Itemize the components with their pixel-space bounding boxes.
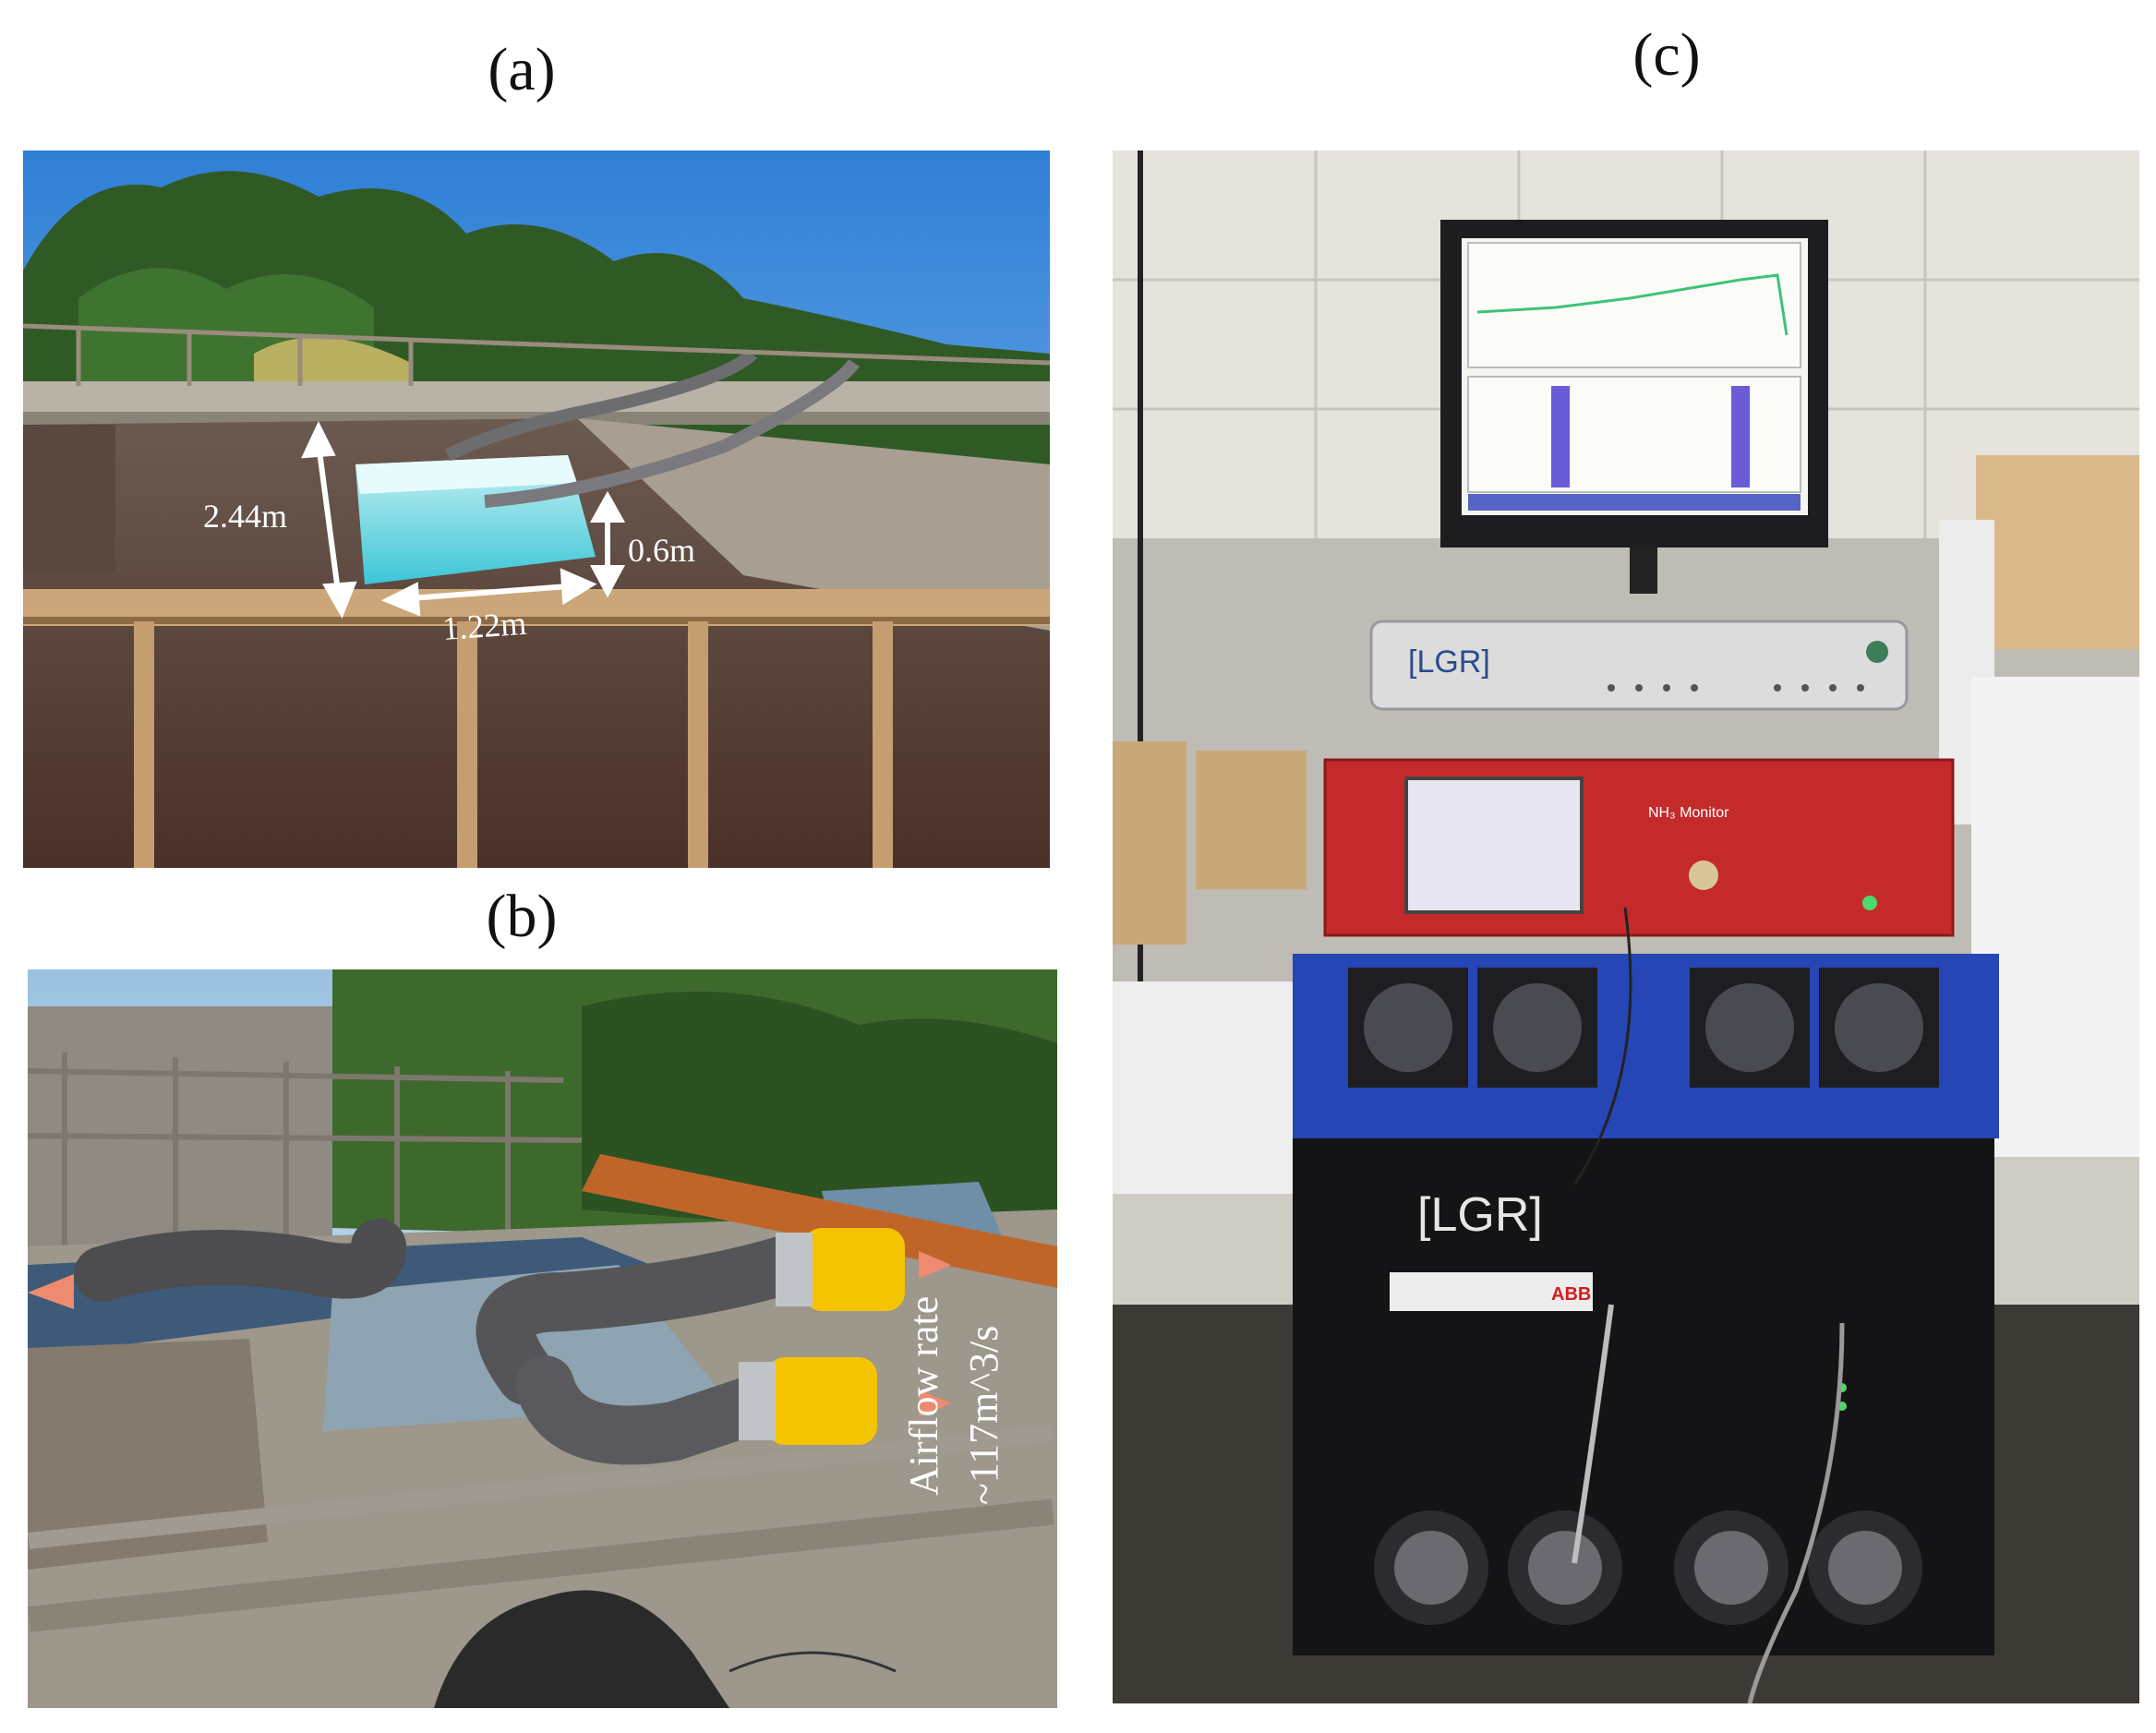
abb-badge: ABB [1551,1284,1591,1305]
photo-a-aeration-tank: 2.44m 1.22m 0.6m [23,150,1050,868]
airflow-value: ~117m^3/s [961,1326,1006,1505]
multiport-brand: [LGR] [1408,644,1490,680]
analyzer-brand: [LGR] [1417,1188,1543,1242]
photo-b-ventilation-fans: Airflow rate ~117m^3/s [28,969,1057,1708]
airflow-label: Airflow rate [901,1296,946,1496]
analyzer-label: NH₃ Monitor [1648,805,1729,821]
dim-length-label: 2.44m [203,498,287,535]
panel-a-label: (a) [488,36,556,103]
dim-width-label: 1.22m [441,605,528,647]
photo-c-gas-analyzer: [LGR] NH₃ Monitor [LGR] ABB [1113,150,2139,1703]
dim-height-label: 0.6m [628,532,695,569]
panel-c-label: (c) [1632,21,1701,89]
panel-b-label: (b) [486,883,558,950]
